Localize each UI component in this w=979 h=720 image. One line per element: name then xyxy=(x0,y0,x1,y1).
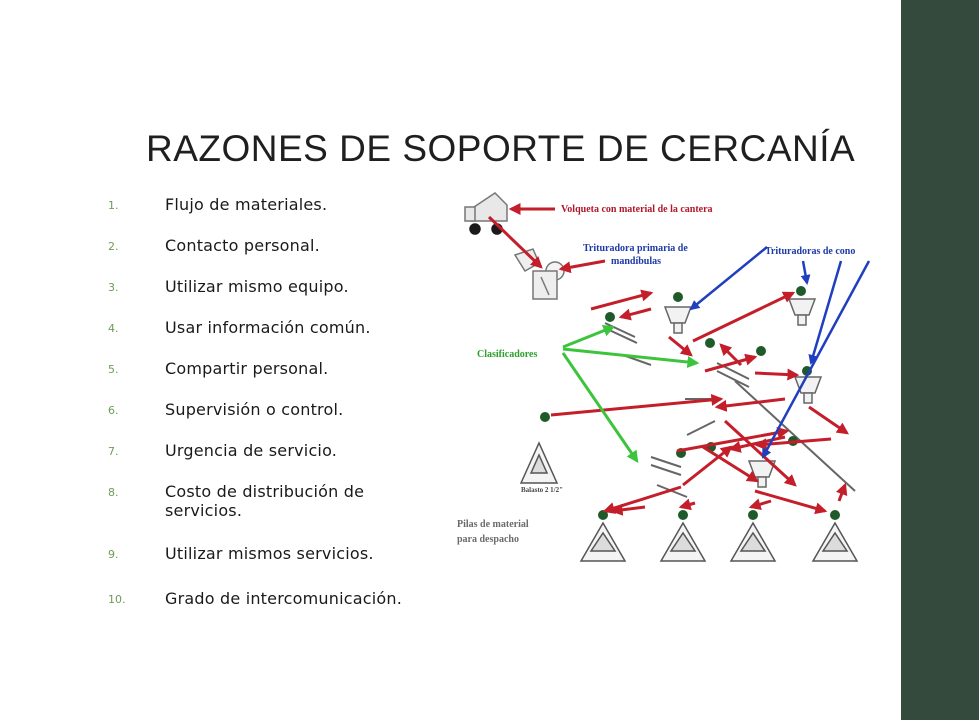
list-text: Flujo de materiales. xyxy=(165,195,328,214)
list-number: 7. xyxy=(108,445,119,458)
list-text: Usar información común. xyxy=(165,318,371,337)
classifier-icon xyxy=(604,322,856,498)
list-text: Supervisión o control. xyxy=(165,400,344,419)
list-number: 3. xyxy=(108,281,119,294)
list-number: 2. xyxy=(108,240,119,253)
side-accent-bar xyxy=(901,0,979,720)
list-text: Utilizar mismos servicios. xyxy=(165,544,374,563)
list-number: 10. xyxy=(108,593,126,606)
list-number: 6. xyxy=(108,404,119,417)
jaw-crusher-icon xyxy=(513,248,565,300)
cone-crusher-icon xyxy=(663,298,823,488)
classifiers-label: Clasificadores xyxy=(477,349,537,360)
diagram-svg: Volqueta con material de la cantera Trit… xyxy=(457,192,871,562)
list-text: Compartir personal. xyxy=(165,359,329,378)
list-text: Utilizar mismo equipo. xyxy=(165,277,349,296)
list-number: 8. xyxy=(108,486,119,499)
list-text: Urgencia de servicio. xyxy=(165,441,338,460)
dump-truck-icon xyxy=(464,192,508,235)
cone-crusher-pointer-arrows xyxy=(689,246,871,459)
primary-crusher-label-line2: mandíbulas xyxy=(611,256,661,267)
list-number: 5. xyxy=(108,363,119,376)
list-text: Contacto personal. xyxy=(165,236,320,255)
list-number: 4. xyxy=(108,322,119,335)
piles-label-line2: para despacho xyxy=(457,534,519,545)
classifier-pointer-arrows xyxy=(561,324,700,463)
slide-title: RAZONES DE SOPORTE DE CERCANÍA xyxy=(146,128,856,169)
dump-truck-label: Volqueta con material de la cantera xyxy=(561,204,713,215)
list-text: Grado de intercomunicación. xyxy=(165,589,402,608)
primary-crusher-label-line1: Trituradora primaria de xyxy=(583,243,688,254)
cone-crushers-label: Trituradoras de cono xyxy=(765,246,855,257)
crushing-plant-diagram: Volqueta con material de la cantera Trit… xyxy=(455,185,895,570)
list-text: Costo de distribución de servicios. xyxy=(165,482,365,520)
piles-label-line1: Pilas de material xyxy=(457,519,529,530)
material-pile-icon xyxy=(519,441,859,562)
list-number: 1. xyxy=(108,199,119,212)
list-number: 9. xyxy=(108,548,119,561)
ballast-label: Balasto 2 1/2" xyxy=(521,486,563,494)
